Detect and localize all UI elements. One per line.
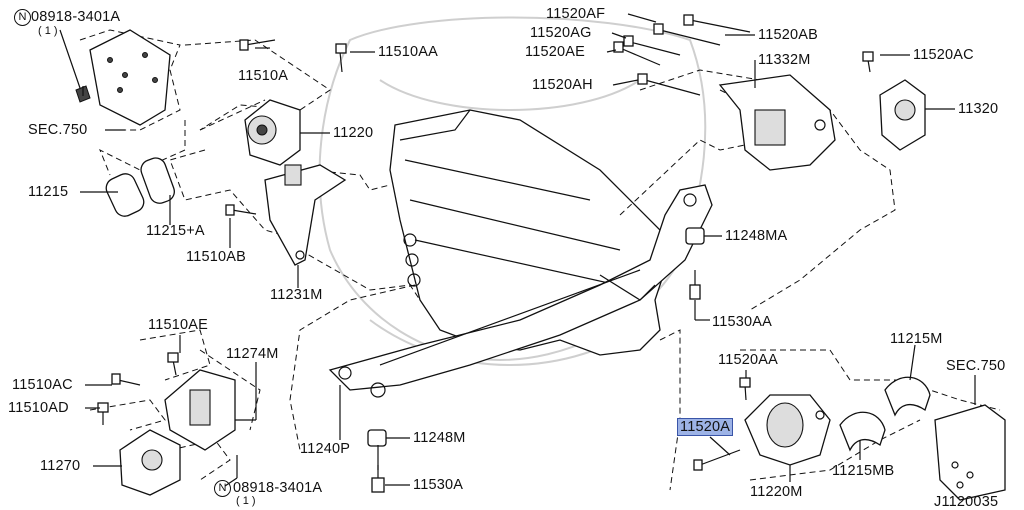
- crossmember: [328, 184, 713, 398]
- label-sec750-right[interactable]: SEC.750: [946, 358, 1006, 374]
- n-symbol-top: N: [14, 9, 31, 26]
- qty-top: ( 1 ): [38, 25, 58, 37]
- label-11510A[interactable]: 11510A: [238, 68, 289, 84]
- label-11510AD[interactable]: 11510AD: [8, 400, 69, 416]
- label-11220M[interactable]: 11220M: [750, 484, 803, 500]
- label-11240P[interactable]: 11240P: [300, 441, 351, 457]
- upper-left-bracket: [75, 29, 171, 126]
- label-11520AG[interactable]: 11520AG: [530, 25, 592, 41]
- mount-11220: [244, 99, 301, 166]
- label-11510AC[interactable]: 11510AC: [12, 377, 73, 393]
- label-11215MB[interactable]: 11215MB: [832, 463, 895, 479]
- links-11215: [105, 157, 175, 217]
- label-11231M[interactable]: 11231M: [270, 287, 323, 303]
- label-11520AB[interactable]: 11520AB: [758, 27, 818, 43]
- label-11320[interactable]: 11320: [958, 101, 999, 117]
- label-11215M[interactable]: 11215M: [890, 331, 943, 347]
- n-symbol-bottom: N: [214, 480, 231, 497]
- label-11510AB[interactable]: 11510AB: [186, 249, 246, 265]
- label-11520AF[interactable]: 11520AF: [546, 6, 606, 22]
- label-11520AH[interactable]: 11520AH: [532, 77, 593, 93]
- label-11215[interactable]: 11215: [28, 184, 69, 200]
- label-08918-3401A-top[interactable]: 08918-3401A: [31, 9, 121, 25]
- label-11510AA[interactable]: 11510AA: [378, 44, 438, 60]
- solid-leaders: [59, 13, 976, 487]
- label-11215-plus-A[interactable]: 11215+A: [146, 223, 205, 239]
- sec750-right-part: [934, 404, 1006, 501]
- links-11215M: [839, 376, 931, 452]
- mount-11220M: [744, 394, 831, 466]
- label-11220[interactable]: 11220: [333, 125, 374, 141]
- label-11520AC[interactable]: 11520AC: [913, 47, 974, 63]
- label-11520AA[interactable]: 11520AA: [718, 352, 778, 368]
- diagram-id: J1120035: [934, 494, 999, 510]
- label-08918-3401A-bottom[interactable]: 08918-3401A: [233, 480, 323, 496]
- nut-11248MA: [685, 227, 705, 245]
- label-11274M[interactable]: 11274M: [226, 346, 279, 362]
- label-11332M[interactable]: 11332M: [758, 52, 811, 68]
- nut-11248M: [367, 429, 387, 447]
- qty-bottom: ( 1 ): [236, 495, 256, 507]
- label-11248M[interactable]: 11248M: [413, 430, 466, 446]
- bracket-11332M: [718, 74, 836, 171]
- mount-11270: [119, 429, 181, 496]
- label-sec750-left[interactable]: SEC.750: [28, 122, 88, 138]
- bolts: [97, 14, 874, 493]
- mount-11320: [879, 79, 926, 151]
- label-11248MA[interactable]: 11248MA: [725, 228, 788, 244]
- label-11530AA[interactable]: 11530AA: [712, 314, 772, 330]
- label-11520A-highlighted[interactable]: 11520A: [676, 418, 734, 436]
- label-11270[interactable]: 11270: [40, 458, 81, 474]
- label-11530A[interactable]: 11530A: [413, 477, 464, 493]
- bracket-11231M: [264, 164, 347, 266]
- label-11510AE[interactable]: 11510AE: [148, 317, 208, 333]
- bracket-11274M: [164, 369, 236, 451]
- label-11520AE[interactable]: 11520AE: [525, 44, 585, 60]
